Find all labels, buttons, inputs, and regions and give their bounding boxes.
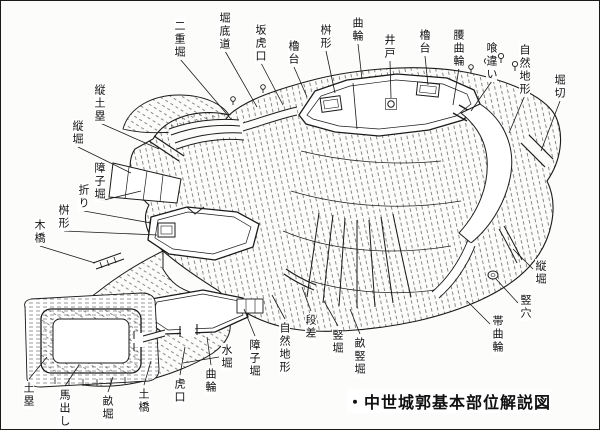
turret-base <box>415 81 441 98</box>
approach-road <box>241 106 298 132</box>
label-shojibori-1: 障子堀 <box>93 161 106 202</box>
label-obikuruwa: 帯曲輪 <box>491 314 504 355</box>
diagram-title: ・中世城郭基本部位解説図 <box>347 389 552 413</box>
label-dansa: 段差 <box>304 313 317 341</box>
label-kuichigai: 喰違い <box>485 41 498 82</box>
label-tatedorui: 縦土塁 <box>93 83 106 124</box>
label-umadashi: 馬出し <box>58 388 71 429</box>
vertical-earthwork <box>148 135 185 162</box>
pit <box>487 270 499 280</box>
label-kuruwa-1: 曲輪 <box>351 16 364 44</box>
label-tatebori-3: 縦堀 <box>534 259 547 287</box>
koguchi-gate <box>179 324 198 337</box>
label-dobashi: 土橋 <box>137 387 150 415</box>
label-tatebori-2: 竪堀 <box>331 328 344 356</box>
label-unebori: 畝堀 <box>101 394 114 422</box>
label-tateana: 竪穴 <box>519 293 532 321</box>
label-tatebori-1: 縦堀 <box>71 119 84 147</box>
label-mizubori: 水堀 <box>220 343 233 371</box>
label-ori: 折り <box>77 183 90 211</box>
label-dorui: 土塁 <box>22 381 35 409</box>
label-ido: 井戸 <box>383 33 396 61</box>
label-shizenchikei-1: 自然地形 <box>518 43 531 97</box>
earth-bridge <box>142 329 166 343</box>
label-nijuubori: 二重堀 <box>173 19 186 60</box>
shoji-moat-left <box>108 162 182 204</box>
koshikuruwa-band <box>431 103 513 299</box>
wooden-bridge <box>92 252 125 270</box>
umadashi-enclosure <box>40 308 145 386</box>
label-horikiri: 堀切 <box>553 73 566 101</box>
well <box>385 98 397 110</box>
label-horisokomichi: 堀底道 <box>218 11 231 52</box>
label-shizenchikei-2: 自然地形 <box>278 321 291 375</box>
unebori-ticks <box>54 377 126 386</box>
tatebori-fan <box>306 212 412 308</box>
double-moat <box>167 118 245 150</box>
label-yaguradai-1: 櫓台 <box>287 39 300 67</box>
horikiri-cut <box>520 134 554 168</box>
masugata-square-2 <box>157 222 176 238</box>
label-sakakoguchi: 坂虎口 <box>254 23 267 64</box>
label-shojibori-2: 障子堀 <box>248 338 261 379</box>
label-kuruwa-2: 曲輪 <box>204 367 217 395</box>
step-edge <box>283 268 317 291</box>
contour-lines <box>282 150 462 294</box>
ori-zigzag <box>186 206 205 215</box>
leader-lines <box>28 43 561 393</box>
label-kibashi: 木橋 <box>33 218 46 246</box>
shoji-moat-lower <box>236 298 264 314</box>
masugata-square-1 <box>319 95 343 113</box>
label-unetatebori: 畝竪堀 <box>353 336 366 377</box>
right-tatebori <box>498 225 523 264</box>
label-koshikuruwa: 腰曲輪 <box>452 28 465 69</box>
middle-bailey <box>147 206 260 261</box>
label-koguchi: 虎口 <box>173 377 186 405</box>
label-masugata-1: 桝形 <box>319 23 332 51</box>
lower-bailey <box>142 289 249 337</box>
label-yaguradai-2: 櫓台 <box>418 28 431 56</box>
label-masugata-2: 桝形 <box>57 203 70 231</box>
